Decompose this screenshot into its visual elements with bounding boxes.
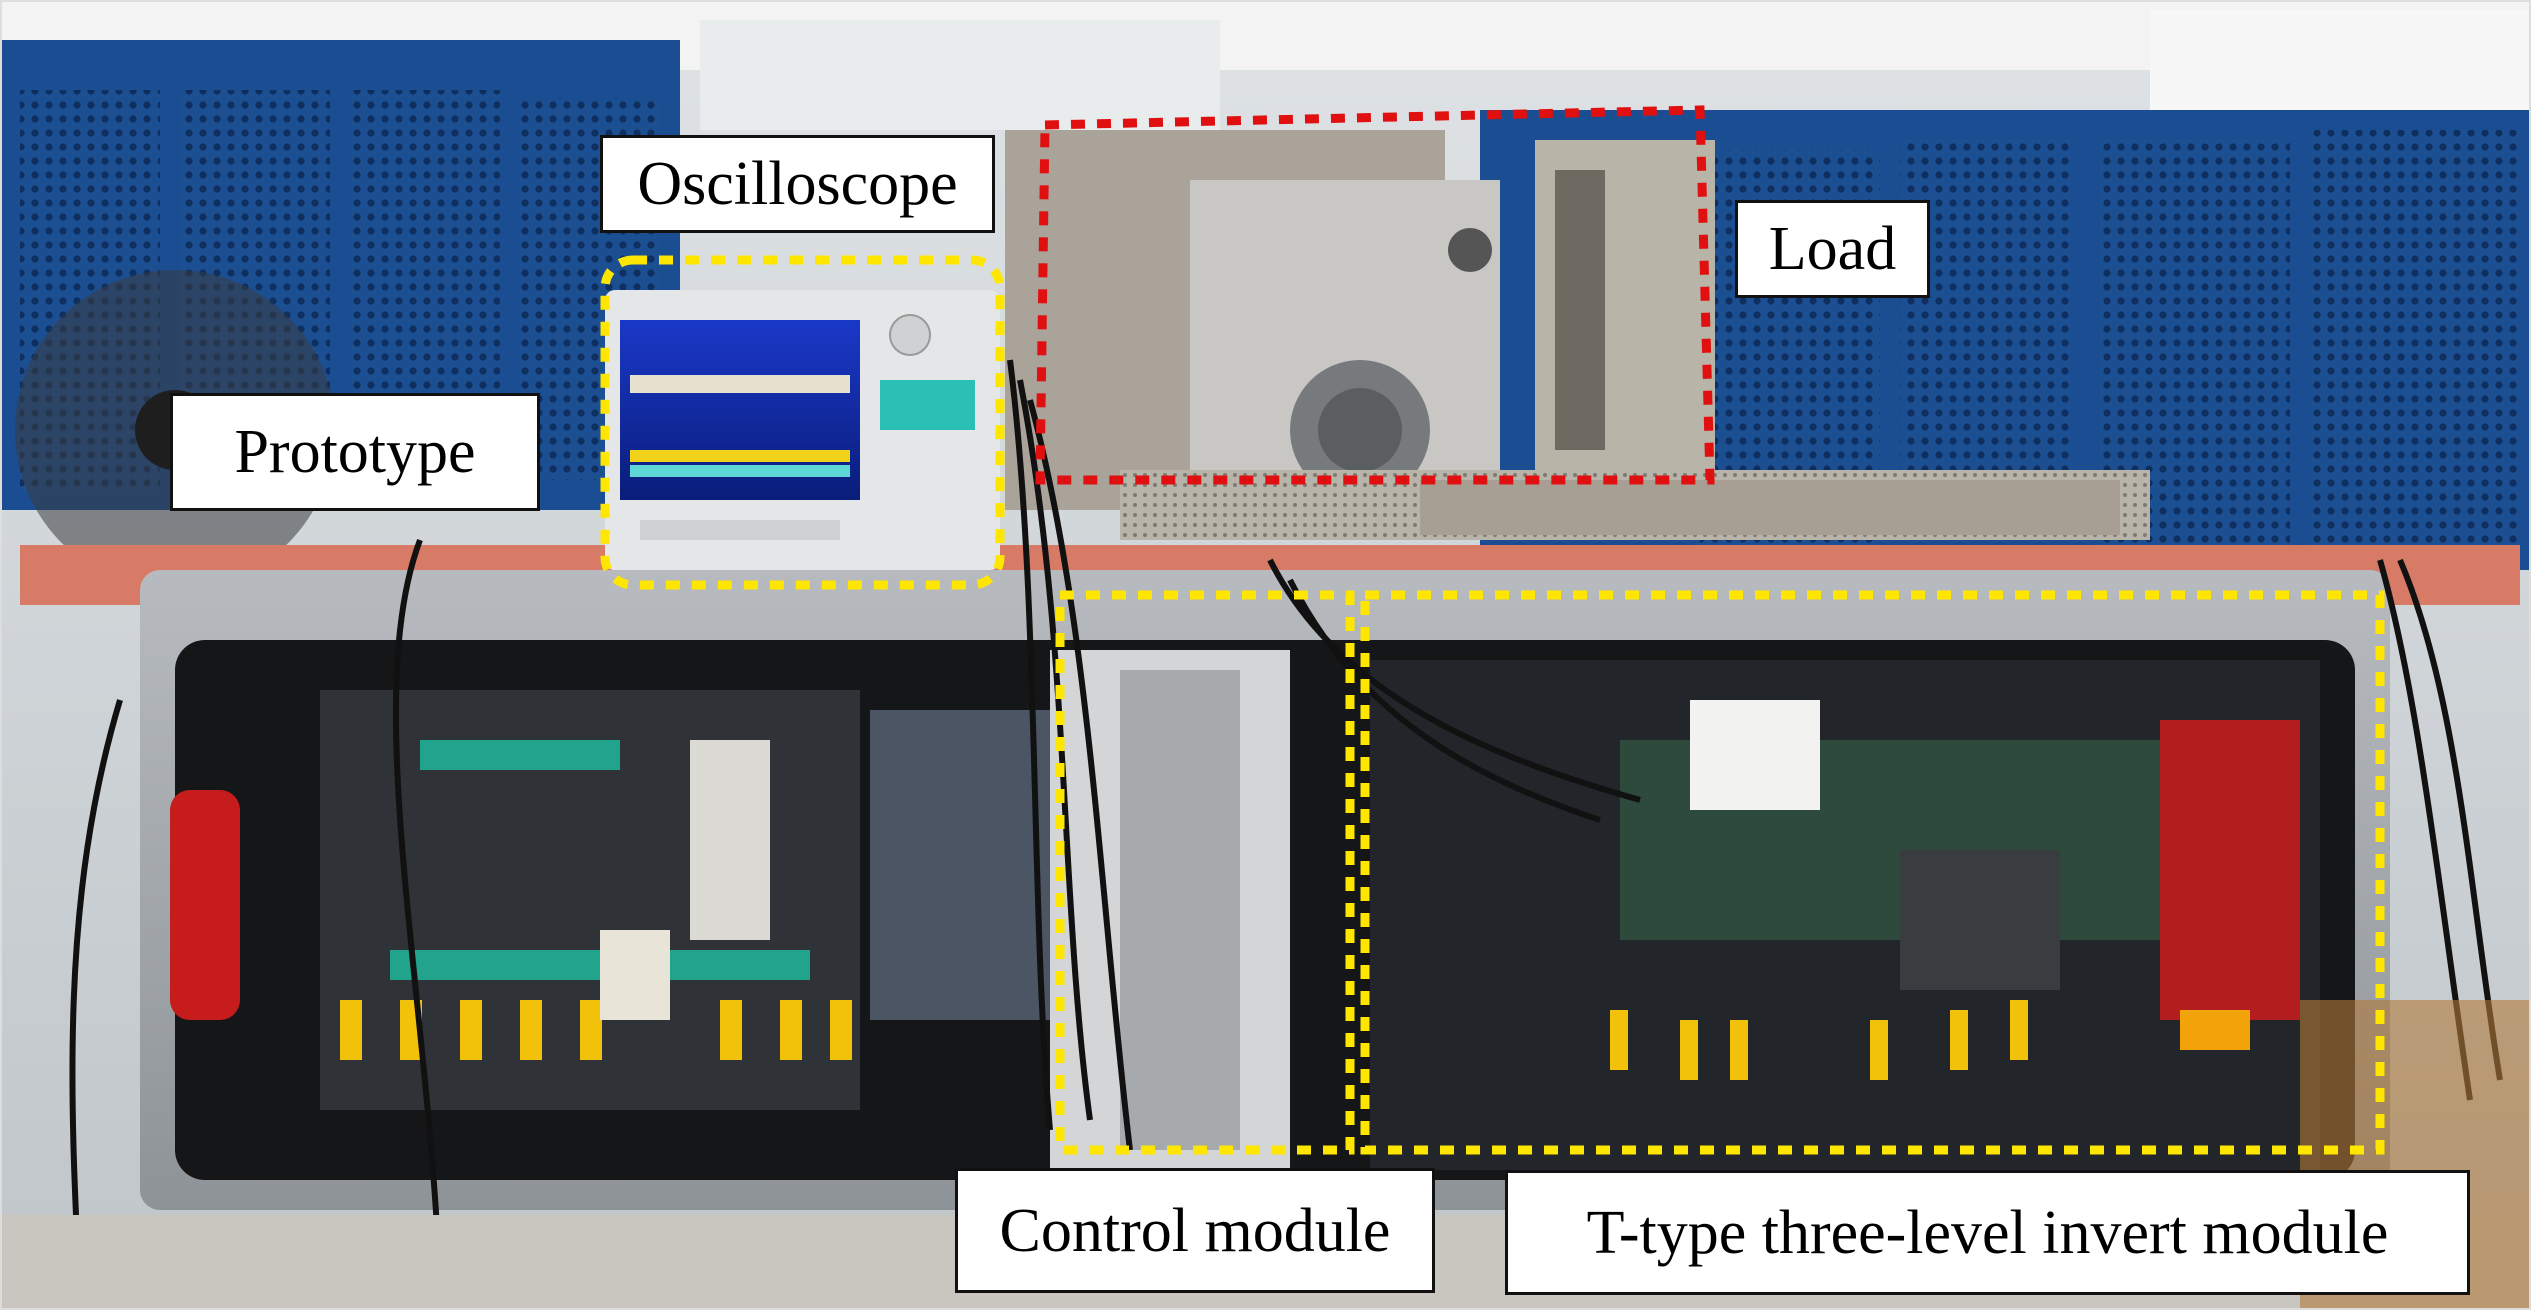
invert-module-label: T-type three-level invert module: [1505, 1170, 2470, 1295]
current-probe: [170, 790, 240, 1020]
prototype-chassis: [140, 570, 2390, 1210]
oscilloscope-icon: [605, 290, 1000, 570]
load-highlight: [1035, 105, 1715, 485]
invert-module-highlight: [1360, 590, 2385, 1155]
load-label: Load: [1735, 200, 1930, 298]
oscilloscope-label: Oscilloscope: [600, 135, 995, 233]
control-module-label: Control module: [955, 1168, 1435, 1293]
prototype-label: Prototype: [170, 393, 540, 511]
fan-icon: [1448, 228, 1492, 272]
highlight-boxes: [600, 105, 2385, 1155]
back-window: [700, 20, 1220, 130]
control-module-highlight: [1055, 590, 1355, 1155]
oscilloscope-highlight: [600, 255, 1005, 590]
